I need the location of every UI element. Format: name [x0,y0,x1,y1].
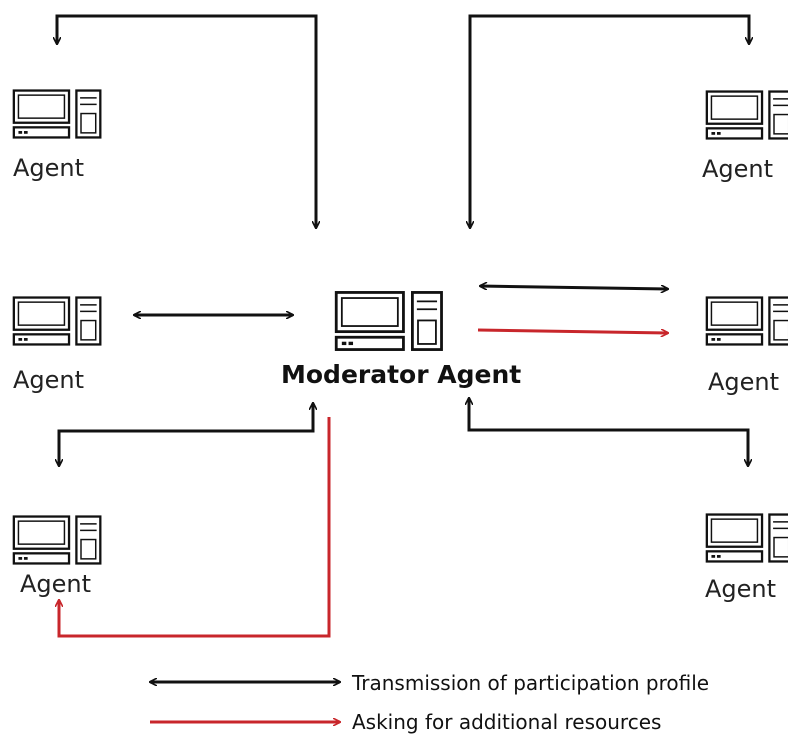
arrow-moderator-to-bottom-right [469,398,748,466]
agent-label-bottom-right: Agent [705,575,776,603]
arrow-moderator-to-top-right [470,14,749,228]
arrow-moderator-to-bottom-left [59,403,313,466]
legend-red-label: Asking for additional resources [352,710,661,734]
agent-label-mid-right: Agent [708,368,779,396]
moderator-label: Moderator Agent [281,360,521,389]
computer-icon-mid-left [12,296,102,346]
computer-icon-bottom-right [705,513,788,563]
agent-label-bottom-left: Agent [20,570,91,598]
computer-icon-top-right [705,90,788,140]
red-arrow-to-mid-right [477,328,668,333]
agent-label-mid-left: Agent [13,366,84,394]
red-arrow-to-bottom-left [59,417,331,638]
arrow-moderator-to-top-left [57,14,316,228]
agent-label-top-left: Agent [13,154,84,182]
computer-icon-mid-right [705,296,788,346]
computer-icon-moderator [334,291,443,351]
arrow-moderator-to-mid-right [480,286,668,289]
legend-black-label: Transmission of participation profile [351,671,709,695]
computer-icon-top-left [12,89,102,139]
computer-icon-bottom-left [12,515,102,565]
agent-label-top-right: Agent [702,155,773,183]
